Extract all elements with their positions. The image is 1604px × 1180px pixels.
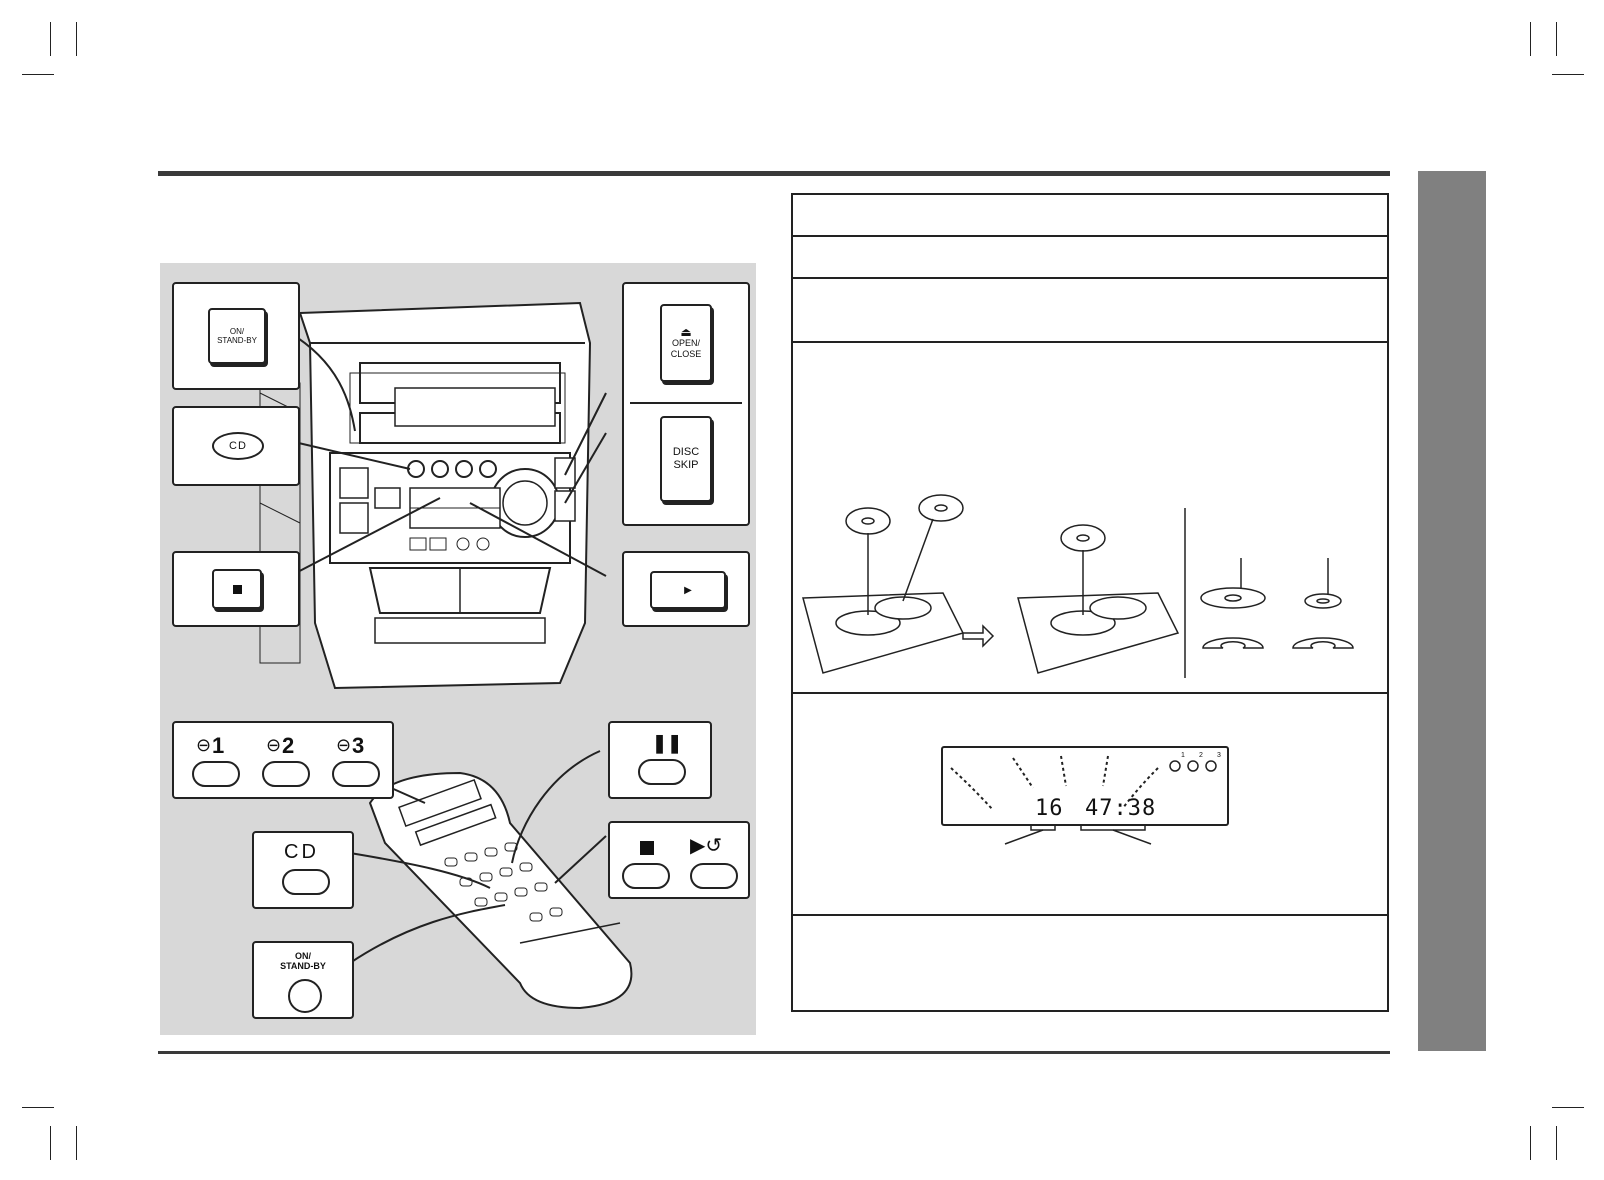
cd-label: CD (229, 440, 247, 452)
section-side-tab (1418, 171, 1486, 1051)
disc-loading-illustration (802, 494, 1354, 678)
cd-remote-label: CD (284, 841, 319, 863)
disc-1-number: 1 (212, 733, 225, 758)
disc-skip-button[interactable]: DISC SKIP (660, 416, 712, 502)
stop-remote-button[interactable] (622, 863, 670, 889)
crop-mark (76, 1126, 77, 1160)
callout-cd-unit: CD (172, 406, 300, 486)
disc-icon: ⊖ (196, 735, 212, 755)
crop-mark (1556, 22, 1557, 56)
step-2 (793, 237, 1387, 279)
crop-mark (22, 1107, 54, 1108)
disc-icon: ⊖ (266, 735, 282, 755)
pause-icon: ❚❚ (652, 733, 683, 753)
crop-mark (1530, 1126, 1531, 1160)
display-pointer-lines (1004, 824, 1152, 845)
step-6 (793, 916, 1387, 1010)
step-5: 1 2 3 16 47:38 (793, 694, 1387, 916)
disc-number-1: 1 (1181, 752, 1185, 759)
eject-icon: ⏏ (680, 325, 692, 339)
play-icon: ▶ (684, 584, 692, 596)
step-4 (793, 343, 1387, 694)
on-standby-remote-label: ON/ STAND-BY (280, 951, 326, 971)
callout-stop-unit (172, 551, 300, 627)
playback-time-readout: 47:38 (1085, 796, 1157, 821)
play-button[interactable]: ▶ (650, 571, 726, 609)
disc-3-button[interactable] (332, 761, 380, 787)
play-remote-button[interactable] (690, 863, 738, 889)
on-standby-remote-button[interactable] (288, 979, 322, 1013)
crop-mark (50, 1126, 51, 1160)
pause-button[interactable] (638, 759, 686, 785)
callout-on-standby-remote: ON/ STAND-BY (252, 941, 354, 1019)
stop-icon (232, 584, 242, 594)
crop-mark (1552, 74, 1584, 75)
track-number-readout: 16 (1035, 796, 1064, 821)
callout-open-close-disc-skip: ⏏ OPEN/ CLOSE DISC SKIP (622, 282, 750, 526)
step-3 (793, 279, 1387, 343)
header-rule (158, 171, 1390, 176)
crop-mark (1556, 1126, 1557, 1160)
callout-cd-remote: CD (252, 831, 354, 909)
callout-pause-remote: ❚❚ (608, 721, 712, 799)
cd-function-button[interactable]: CD (212, 432, 264, 460)
disc-2-number: 2 (282, 733, 295, 758)
cd-display-panel: 1 2 3 16 47:38 (941, 746, 1229, 826)
stereo-unit-drawing (259, 301, 633, 1010)
cd-remote-button[interactable] (282, 869, 330, 895)
disc-1-button[interactable] (192, 761, 240, 787)
disc-icon: ⊖ (336, 735, 352, 755)
open-close-label: OPEN/ CLOSE (670, 338, 702, 359)
disc-number-2: 2 (1199, 752, 1203, 759)
crop-mark (50, 22, 51, 56)
on-standby-button[interactable]: ON/ STAND-BY (208, 308, 266, 364)
crop-mark (76, 22, 77, 56)
crop-mark (1552, 1107, 1584, 1108)
step-1 (793, 195, 1387, 237)
crop-mark (22, 74, 54, 75)
callout-play-unit: ▶ (622, 551, 750, 627)
illustration-panel: ON/ STAND-BY CD ⏏ OPEN/ CLOSE DISC SKIP … (160, 263, 756, 1035)
play-repeat-icon: ▶↺ (690, 835, 723, 857)
disc-3-number: 3 (352, 733, 365, 758)
disc-2-button[interactable] (262, 761, 310, 787)
callout-stop-play-remote: ▶↺ (608, 821, 750, 899)
footer-rule (158, 1051, 1390, 1054)
open-close-button[interactable]: ⏏ OPEN/ CLOSE (660, 304, 712, 382)
stop-button[interactable] (212, 569, 262, 609)
on-standby-label: ON/ STAND-BY (217, 327, 257, 345)
callout-on-standby-unit: ON/ STAND-BY (172, 282, 300, 390)
callout-disc-buttons-remote: ⊖ 1 ⊖ 2 ⊖ 3 (172, 721, 394, 799)
display-segments (950, 755, 1217, 811)
steps-panel: 1 2 3 16 47:38 (791, 193, 1389, 1012)
crop-mark (1530, 22, 1531, 56)
callout-divider (630, 402, 742, 404)
disc-skip-label: DISC SKIP (672, 446, 700, 471)
disc-number-3: 3 (1217, 752, 1221, 759)
stop-icon (640, 841, 654, 855)
